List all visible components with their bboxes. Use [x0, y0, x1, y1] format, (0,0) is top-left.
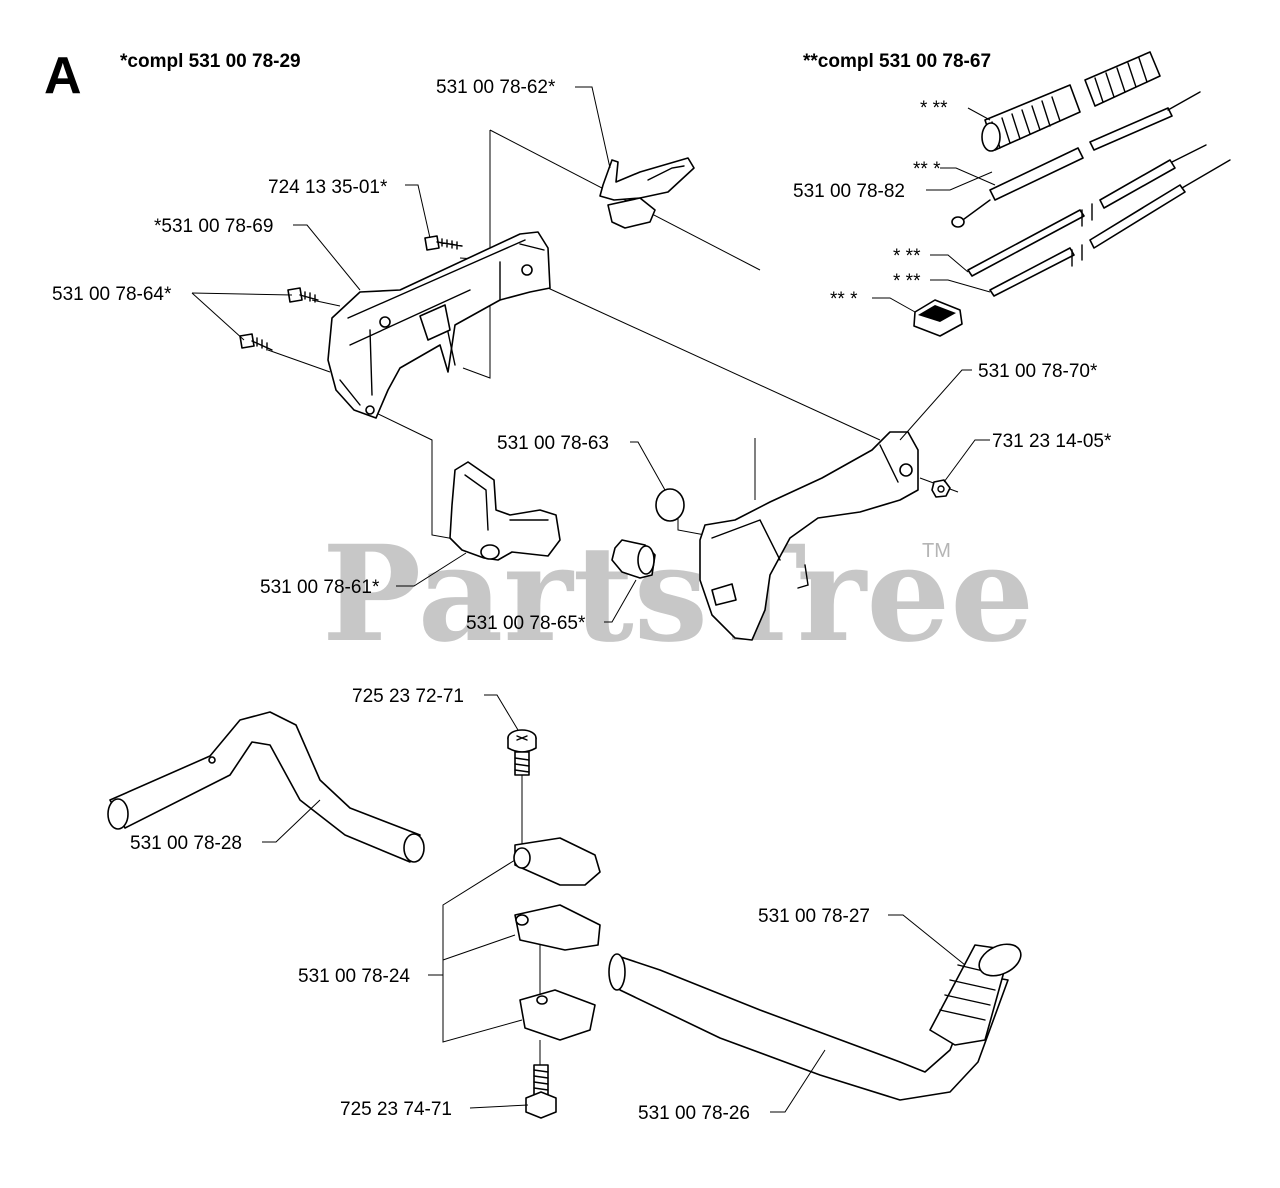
leader-lines [191, 86, 996, 1113]
label-731-23-14-05: 731 23 14-05* [992, 431, 1112, 452]
retainer-spring-part[interactable] [655, 488, 685, 522]
label-531-00-78-64: 531 00 78-64* [52, 284, 172, 305]
kit-header-primary: *compl 531 00 78-29 [120, 51, 301, 72]
watermark: PartsTree TM [322, 517, 1034, 672]
label-725-23-74-71: 725 23 74-71 [340, 1099, 452, 1120]
label-531-00-78-28: 531 00 78-28 [130, 833, 242, 854]
throttle-trigger-part[interactable] [599, 157, 695, 229]
marker-wire-2: * ** [893, 271, 921, 292]
label-531-00-78-24: 531 00 78-24 [298, 966, 410, 987]
cable-sleeve-part[interactable] [951, 91, 1201, 228]
handlebar-clamp-part[interactable] [513, 837, 601, 1041]
label-531-00-78-61: 531 00 78-61* [260, 577, 380, 598]
screw-part-lower[interactable] [239, 333, 273, 351]
marker-switch: ** * [830, 289, 858, 310]
label-531-00-78-65: 531 00 78-65* [466, 613, 586, 634]
handle-housing-part[interactable] [327, 231, 551, 419]
handlebar-grip-part[interactable] [929, 938, 1026, 1046]
clamp-bottom-screw-part[interactable] [525, 1064, 557, 1119]
throttle-wire-part[interactable] [967, 144, 1231, 297]
clamp-top-screw-part[interactable] [507, 729, 537, 776]
marker-wire-1: * ** [893, 246, 921, 267]
label-531-00-78-82: 531 00 78-82 [793, 181, 905, 202]
watermark-tm: TM [922, 540, 951, 562]
stop-button-part[interactable] [611, 539, 656, 579]
label-531-00-78-27: 531 00 78-27 [758, 906, 870, 927]
label-531-00-78-26: 531 00 78-26 [638, 1103, 750, 1124]
section-letter: A [44, 47, 82, 105]
nut-part[interactable] [931, 479, 951, 498]
screw-part-top[interactable] [424, 235, 463, 251]
marker-spring: * ** [920, 98, 948, 119]
label-725-23-72-71: 725 23 72-71 [352, 686, 464, 707]
kit-header-secondary: **compl 531 00 78-67 [803, 51, 991, 72]
label-531-00-78-69: *531 00 78-69 [154, 216, 273, 237]
stop-switch-part[interactable] [913, 299, 963, 337]
label-724-13-35-01: 724 13 35-01* [268, 177, 388, 198]
screw-part-middle[interactable] [287, 287, 319, 303]
part-labels: 531 00 78-62* 724 13 35-01* *531 00 78-6… [52, 77, 1112, 1124]
throttle-lockout-part[interactable] [449, 461, 561, 561]
rear-handle-housing-part[interactable] [699, 431, 919, 641]
watermark-brand: PartsTree [322, 517, 1034, 672]
label-531-00-78-70: 531 00 78-70* [978, 361, 1098, 382]
left-handlebar-part[interactable] [107, 711, 425, 863]
label-531-00-78-62: 531 00 78-62* [436, 77, 556, 98]
marker-cable-sleeve: ** * [913, 159, 941, 180]
throttle-spring-part[interactable] [981, 51, 1161, 152]
label-531-00-78-63: 531 00 78-63 [497, 433, 609, 454]
